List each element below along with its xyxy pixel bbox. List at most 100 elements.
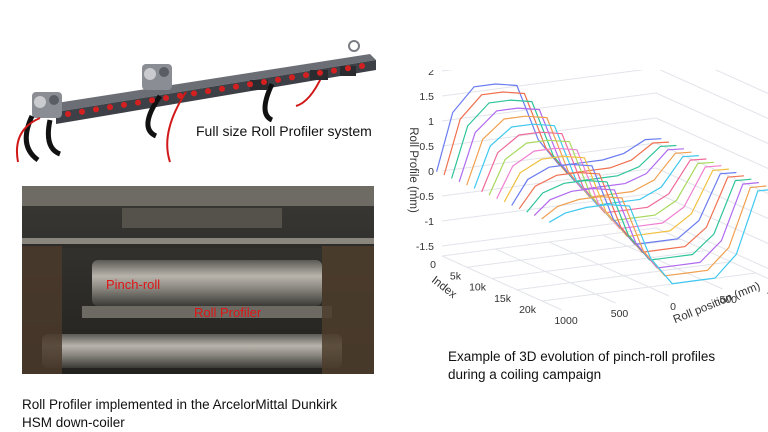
caption-photo-line1: Roll Profiler implemented in the Arcelor… xyxy=(22,397,338,412)
x-tick-label: -500 xyxy=(716,294,737,306)
grid-line xyxy=(491,250,707,279)
clamp-mid xyxy=(142,64,172,90)
sensor-dot xyxy=(219,85,225,92)
grid-line xyxy=(441,70,454,72)
grid-line xyxy=(655,117,768,169)
grid-line xyxy=(659,70,768,119)
y-tick-label: 5k xyxy=(450,270,462,282)
sensor-dot xyxy=(107,104,113,111)
z-axis-title: Roll Profile (mm) xyxy=(407,127,419,213)
red-cable xyxy=(295,75,323,107)
z-tick-label: -1 xyxy=(425,216,434,228)
sensor-dot xyxy=(317,69,323,76)
grid-line xyxy=(655,92,768,144)
sensor-row xyxy=(65,63,365,117)
x-tick-label: -1000 xyxy=(767,287,768,299)
clamp-left xyxy=(32,92,62,118)
sensor-dot xyxy=(205,88,211,95)
z-tick-label: 0 xyxy=(428,166,434,178)
caption-photo: Roll Profiler implemented in the Arcelor… xyxy=(22,396,382,432)
grid-line xyxy=(441,142,657,172)
chart-ticks: 2 1.5 1 0.5 0 -0.5 -1 -1.5 0 5k 10k 15k 20k 1000 500 0 -… xyxy=(416,70,768,327)
sensor-box xyxy=(250,80,268,90)
x-tick-label: 1000 xyxy=(554,315,578,327)
caption-photo-line2: HSM down-coiler xyxy=(22,415,125,430)
z-tick-label: 1.5 xyxy=(419,91,434,103)
sensor-dot xyxy=(261,79,267,85)
z-tick-label: 1 xyxy=(428,116,434,128)
profile-series-line xyxy=(511,163,737,245)
caption-plot: Example of 3D evolution of pinch-roll pr… xyxy=(448,348,748,384)
cable xyxy=(262,82,275,123)
grid-line xyxy=(441,167,657,197)
profile-series-line xyxy=(466,115,692,198)
sensor-dot xyxy=(79,108,85,115)
y-tick-label: 20k xyxy=(519,304,537,316)
profile-series-line xyxy=(496,147,722,230)
sensor-dot xyxy=(331,67,337,74)
profile-series-line xyxy=(451,99,677,182)
sensor-dot xyxy=(177,92,183,99)
profile-series-line xyxy=(443,91,669,176)
sensor-dot xyxy=(275,76,281,83)
profiler-beam-top xyxy=(50,54,376,112)
caption-plot-line2: during a coiling campaign xyxy=(448,367,602,382)
label-roll-profiler: Roll Profiler xyxy=(194,305,262,320)
red-cable xyxy=(166,91,187,163)
grid-line xyxy=(441,92,657,122)
caption-full-size: Full size Roll Profiler system xyxy=(196,123,372,139)
sensor-dot xyxy=(191,90,197,97)
red-cable xyxy=(16,117,41,163)
profile-series-line xyxy=(436,83,662,172)
sensor-dot xyxy=(93,106,99,113)
sensor-dot xyxy=(303,72,309,79)
z-tick-label: 2 xyxy=(428,70,434,78)
cable xyxy=(145,94,163,139)
profiler-beam-side xyxy=(56,60,376,124)
profile-series-line xyxy=(526,178,752,261)
roll-profiler-bar xyxy=(82,306,332,320)
profile-series-line xyxy=(458,107,684,190)
profile-series-line xyxy=(548,189,768,285)
grid-line xyxy=(655,217,768,269)
profile-series-line xyxy=(503,155,729,238)
sensor-dot xyxy=(247,81,253,88)
grid-line xyxy=(655,192,768,244)
lifting-hook xyxy=(348,40,360,52)
sensor-dot xyxy=(149,97,155,104)
sensor-dot xyxy=(289,74,295,81)
sensor-dot xyxy=(233,83,239,90)
chart-series xyxy=(436,83,768,285)
sensor-dot xyxy=(121,101,127,108)
grid-line xyxy=(441,217,657,247)
lower-roll xyxy=(42,334,342,368)
grid-line xyxy=(441,192,657,222)
y-tick-label: 15k xyxy=(494,293,512,305)
grid-line xyxy=(655,167,768,219)
mill-photo: Pinch-roll Roll Profiler xyxy=(22,186,374,374)
y-tick-label: 0 xyxy=(430,259,436,271)
z-tick-label: -0.5 xyxy=(416,191,434,203)
grid-line xyxy=(441,117,657,147)
top-shaft xyxy=(22,238,374,246)
caption-plot-line1: Example of 3D evolution of pinch-roll pr… xyxy=(448,349,716,364)
sensor-dot xyxy=(345,65,351,72)
roll-profiler-illustration xyxy=(16,40,376,163)
z-tick-label: -1.5 xyxy=(416,241,434,253)
label-pinch-roll: Pinch-roll xyxy=(106,277,160,292)
sensor-dot xyxy=(135,99,141,106)
x-tick-label: 500 xyxy=(611,308,629,320)
grid-line xyxy=(714,70,768,94)
y-tick-label: 10k xyxy=(469,282,487,294)
pinch-roll xyxy=(92,260,322,306)
sensor-dot xyxy=(65,111,71,117)
profile-series-line xyxy=(481,131,707,214)
grid-line xyxy=(441,227,657,257)
x-tick-label: 0 xyxy=(670,301,676,313)
grid-line xyxy=(441,70,645,97)
sensor-dot xyxy=(163,95,169,101)
cable xyxy=(23,114,40,163)
x-axis-title: Roll position (mm) xyxy=(672,280,763,326)
grid-line xyxy=(541,272,757,302)
z-tick-label: 0.5 xyxy=(419,141,434,153)
